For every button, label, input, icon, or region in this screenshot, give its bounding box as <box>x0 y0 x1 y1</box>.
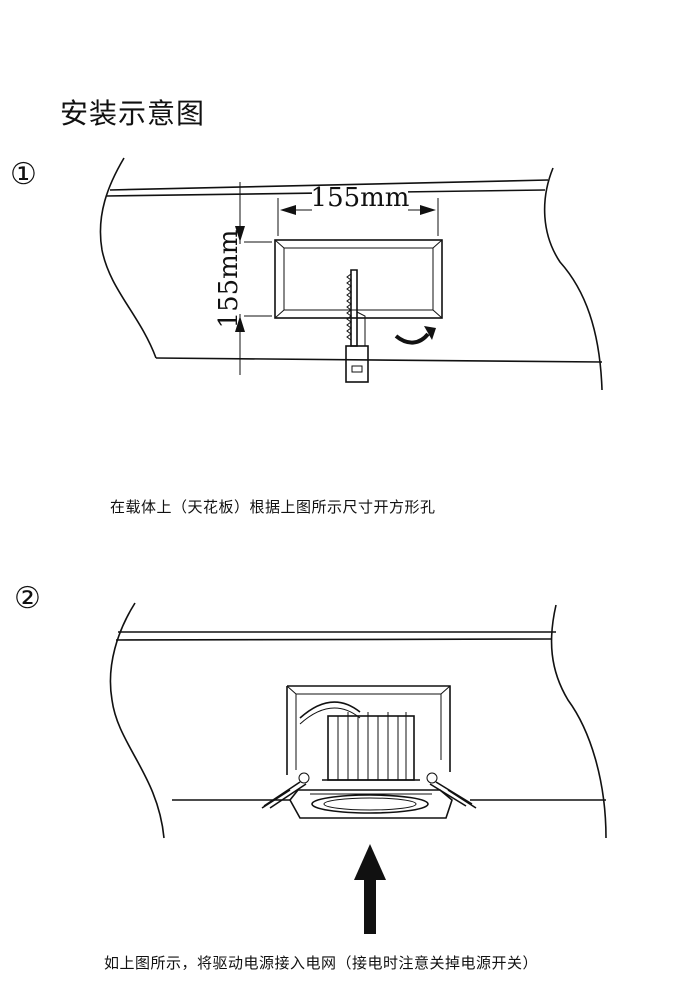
saw-icon <box>345 269 369 383</box>
step-2-caption: 如上图所示，将驱动电源接入电网（接电时注意关掉电源开关） <box>104 954 539 972</box>
step-2-number: ② <box>14 581 41 616</box>
power-wire <box>299 701 361 719</box>
dim-arrow-left-icon <box>280 205 296 215</box>
led-heatsink <box>322 712 420 781</box>
downlight-trim <box>289 789 453 819</box>
step-2-ceiling-illustration <box>109 602 607 934</box>
dim-arrow-down-icon <box>235 316 245 332</box>
width-label: 155mm <box>311 183 410 213</box>
height-dimension: 155mm <box>214 182 272 375</box>
height-label: 155mm <box>214 230 244 329</box>
spring-clip-right-icon <box>426 772 477 809</box>
width-dimension: 155mm <box>277 183 439 236</box>
square-cutout <box>274 239 443 319</box>
step-1-caption: 在载体上（天花板）根据上图所示尺寸开方形孔 <box>110 498 436 516</box>
ceiling-cutout <box>286 685 451 775</box>
insert-direction-arrow-icon <box>354 844 386 934</box>
cutting-direction-arrow-icon <box>394 326 436 345</box>
dim-arrow-right-icon <box>420 205 436 215</box>
step-1-number: ① <box>10 157 37 192</box>
page-title: 安装示意图 <box>60 97 206 130</box>
step-1-ceiling-illustration: 155mm 155mm <box>99 157 603 391</box>
dim-arrow-up-icon <box>235 226 245 242</box>
spring-clip-left-icon <box>261 772 310 809</box>
